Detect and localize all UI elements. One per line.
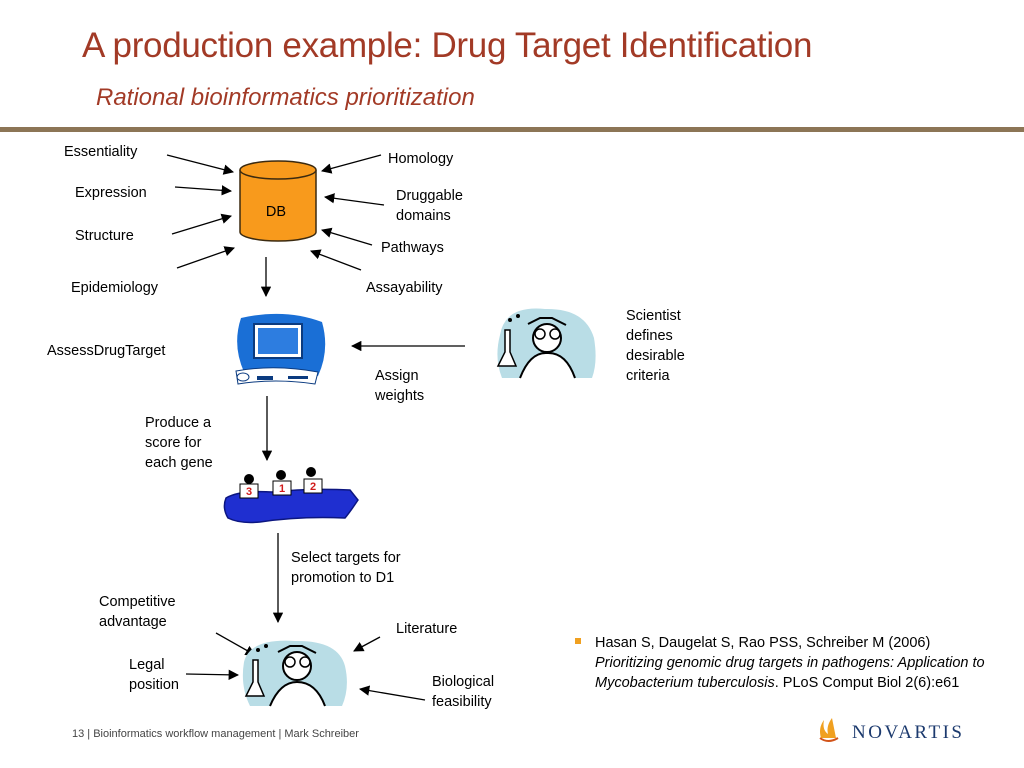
label-competitive-advantage: Competitive advantage — [99, 592, 176, 632]
label-biological-feasibility: Biological feasibility — [432, 672, 494, 712]
label-select-targets: Select targets for promotion to D1 — [291, 548, 401, 588]
reference-citation: Hasan S, Daugelat S, Rao PSS, Schreiber … — [575, 633, 995, 693]
podium-rank-2: 1 — [279, 483, 285, 495]
reference-title: Prioritizing genomic drug targets in pat… — [595, 655, 985, 691]
db-input-arrows — [166, 154, 465, 701]
novartis-logo: NOVARTIS — [852, 722, 965, 743]
arrow-pathways — [321, 227, 373, 246]
title-divider — [0, 127, 1024, 132]
arrow-legal — [185, 669, 240, 681]
page-title: A production example: Drug Target Identi… — [82, 26, 813, 65]
label-structure: Structure — [75, 228, 134, 244]
label-literature: Literature — [396, 621, 458, 637]
podium-rank-1: 3 — [246, 486, 252, 498]
label-druggable-domains: Druggable domains — [396, 186, 463, 226]
score-line2: score for — [145, 435, 202, 451]
biological-line1: Biological — [432, 674, 495, 690]
arrow-literature — [353, 636, 381, 652]
score-line3: each gene — [145, 455, 213, 471]
scientist-reviewer-icon — [242, 640, 347, 707]
reference-authors: Hasan S, Daugelat S, Rao PSS, Schreiber … — [595, 635, 931, 651]
arrow-structure — [171, 213, 232, 235]
arrow-competitive — [215, 632, 256, 656]
arrow-epidemiology — [176, 246, 235, 269]
competitive-line2: advantage — [99, 614, 167, 630]
novartis-flame-icon — [819, 718, 839, 742]
arrow-biological — [358, 685, 426, 701]
bullet-icon — [575, 638, 581, 644]
label-scientist-criteria: Scientist defines desirable criteria — [626, 306, 685, 386]
scientist-icon — [496, 308, 596, 379]
page-subtitle: Rational bioinformatics prioritization — [96, 84, 475, 111]
footer-text: 13 | Bioinformatics workflow management … — [72, 728, 359, 740]
scientist-line3: desirable — [626, 348, 685, 364]
db-label: DB — [266, 204, 286, 220]
label-assign-weights: Assign weights — [375, 366, 424, 406]
db-cylinder-icon — [239, 160, 317, 242]
computer-icon — [235, 313, 326, 385]
label-assayability: Assayability — [366, 280, 443, 296]
legal-line2: position — [129, 677, 179, 693]
label-legal-position: Legal position — [129, 655, 179, 695]
ranking-podium-icon: 3 1 2 — [223, 467, 359, 524]
legal-line1: Legal — [129, 657, 165, 673]
podium-rank-3: 2 — [310, 481, 316, 493]
biological-line2: feasibility — [432, 694, 492, 710]
label-homology: Homology — [388, 151, 454, 167]
label-pathways: Pathways — [381, 240, 444, 256]
label-expression: Expression — [75, 185, 147, 201]
select-line2: promotion to D1 — [291, 570, 395, 586]
arrow-homology — [320, 154, 382, 174]
arrow-expression — [174, 185, 233, 196]
assign-line1: Assign — [375, 368, 419, 384]
label-essentiality: Essentiality — [64, 144, 138, 160]
scientist-line2: defines — [626, 328, 673, 344]
select-line1: Select targets for — [291, 550, 401, 566]
label-assess-drug-target: AssessDrugTarget — [47, 343, 166, 359]
scientist-line4: criteria — [626, 368, 670, 384]
arrow-assayability — [310, 249, 362, 271]
assign-line2: weights — [375, 388, 425, 404]
arrow-druggable — [323, 193, 385, 206]
score-line1: Produce a — [145, 415, 212, 431]
reference-journal: . PLoS Comput Biol 2(6):e61 — [774, 675, 960, 691]
scientist-line1: Scientist — [626, 308, 681, 324]
label-druggable-line2: domains — [396, 208, 451, 224]
competitive-line1: Competitive — [99, 594, 176, 610]
label-produce-score: Produce a score for each gene — [145, 413, 213, 473]
label-epidemiology: Epidemiology — [71, 280, 159, 296]
arrow-essentiality — [166, 154, 235, 175]
label-druggable-line1: Druggable — [396, 188, 463, 204]
